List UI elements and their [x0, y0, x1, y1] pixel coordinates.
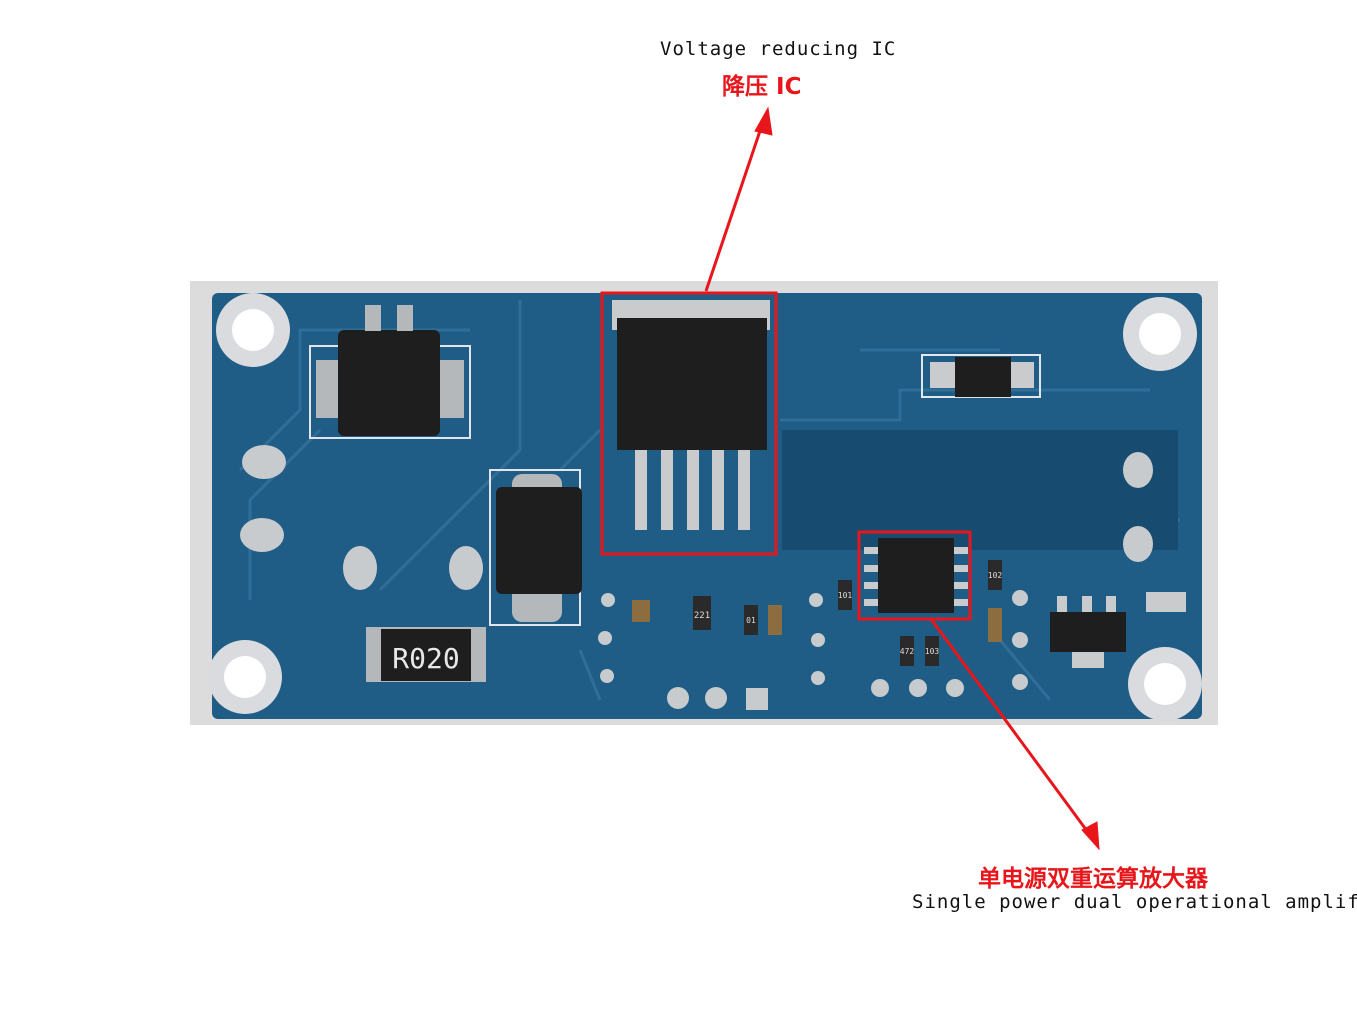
resistor-marking: R020 — [392, 642, 459, 675]
mounting-hole-icon — [208, 293, 1202, 721]
svg-text:101: 101 — [838, 591, 853, 600]
svg-text:221: 221 — [694, 611, 710, 621]
bottom-label-en: Single power dual operational amplifier — [912, 891, 1357, 913]
ic-pins — [635, 450, 750, 530]
small-passives: 221 01 101 102 472 103 — [632, 560, 1002, 666]
top-label-en: Voltage reducing IC — [660, 38, 897, 60]
top-label-cn: 降压 IC — [722, 74, 802, 100]
inductor — [338, 330, 440, 436]
op-amp-ic — [878, 538, 954, 613]
voltage-reducing-ic — [617, 318, 767, 450]
arrow-icon — [704, 106, 1100, 851]
highlight-op-amp — [857, 530, 972, 621]
highlight-voltage-ic — [600, 291, 778, 556]
svg-text:102: 102 — [988, 571, 1003, 580]
regulator-sot — [1050, 612, 1126, 652]
bottom-label-cn: 单电源双重运算放大器 — [978, 866, 1208, 892]
transistor-top — [955, 357, 1011, 397]
svg-text:01: 01 — [746, 616, 756, 625]
shunt-resistor — [381, 629, 471, 681]
copper-pour — [782, 430, 1178, 550]
vias — [598, 590, 1028, 709]
svg-text:472: 472 — [900, 647, 915, 656]
svg-text:103: 103 — [925, 647, 940, 656]
diode — [496, 487, 582, 594]
